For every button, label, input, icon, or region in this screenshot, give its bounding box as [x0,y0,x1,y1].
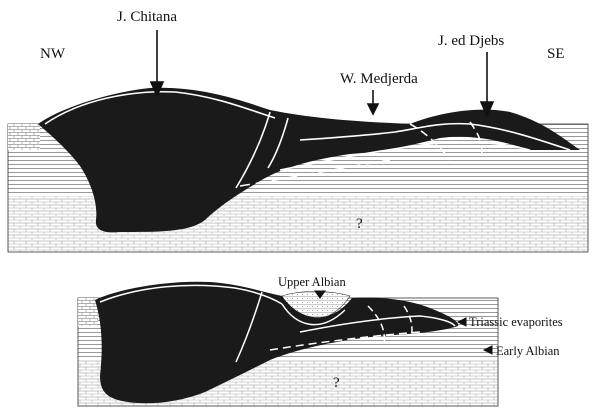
label-se: SE [547,46,565,62]
top-cross-section [8,88,588,252]
label-early-albian: Early Albian [496,344,560,358]
label-chitana: J. Chitana [117,9,177,25]
bottom-limestone-left [78,298,98,326]
label-upper-albian: Upper Albian [278,275,346,289]
bottom-cross-section [78,282,498,406]
label-nw: NW [40,46,66,62]
label-djebs: J. ed Djebs [438,33,504,49]
top-strata-lower [8,196,588,252]
arrow-medjerda-head [368,104,378,114]
label-medjerda: W. Medjerda [340,71,418,87]
label-unknown-bottom: ? [333,375,340,391]
top-limestone-left [8,124,40,150]
label-triassic: Triassic evaporites [469,315,563,329]
label-unknown-top: ? [356,216,363,232]
